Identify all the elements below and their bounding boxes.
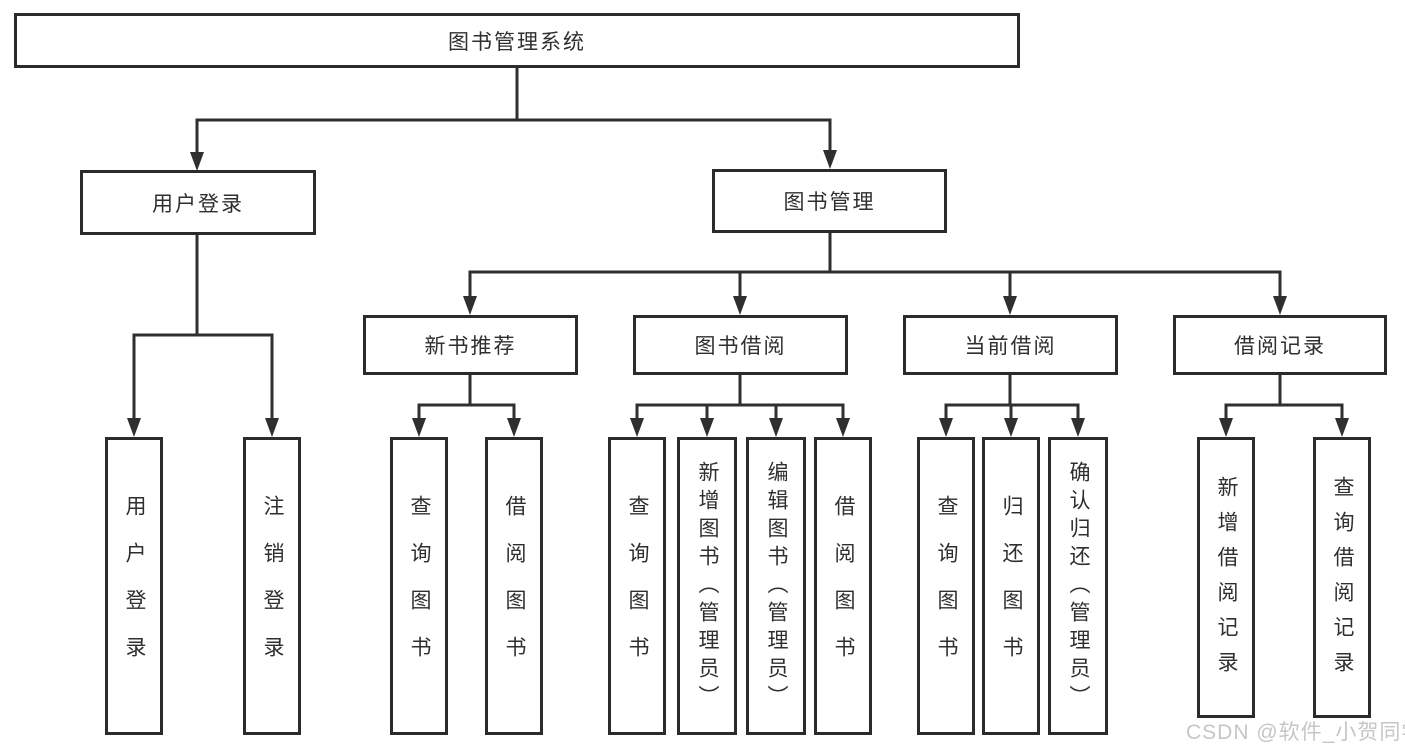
leaf-label: 确认归还（管理员） bbox=[1067, 461, 1090, 713]
leaf-label: 查询借阅记录 bbox=[1331, 475, 1354, 686]
leaf-return-books: 归还图书 bbox=[982, 437, 1040, 735]
node-root-system: 图书管理系统 bbox=[14, 13, 1020, 68]
leaf-label: 归还图书 bbox=[1000, 495, 1023, 683]
leaf-label: 借阅图书 bbox=[832, 495, 855, 683]
leaf-label: 新增图书（管理员） bbox=[696, 461, 719, 713]
leaf-add-book-admin: 新增图书（管理员） bbox=[677, 437, 737, 735]
node-label: 新书推荐 bbox=[424, 335, 517, 358]
leaf-label: 查询图书 bbox=[408, 495, 431, 683]
leaf-label: 用户登录 bbox=[123, 495, 146, 683]
leaf-query-borrow-record: 查询借阅记录 bbox=[1313, 437, 1371, 718]
node-label: 借阅记录 bbox=[1234, 335, 1326, 358]
node-new-book-recommend: 新书推荐 bbox=[363, 315, 578, 375]
leaf-label: 借阅图书 bbox=[503, 495, 526, 683]
node-label: 图书管理系统 bbox=[448, 30, 586, 54]
leaf-query-books-recommend: 查询图书 bbox=[390, 437, 448, 735]
leaf-add-borrow-record: 新增借阅记录 bbox=[1197, 437, 1255, 718]
leaf-query-books-borrow: 查询图书 bbox=[608, 437, 666, 735]
node-label: 图书借阅 bbox=[694, 335, 787, 358]
node-label: 用户登录 bbox=[152, 192, 244, 216]
leaf-confirm-return-admin: 确认归还（管理员） bbox=[1048, 437, 1108, 735]
leaf-borrow-books-recommend: 借阅图书 bbox=[485, 437, 543, 735]
node-current-borrow: 当前借阅 bbox=[903, 315, 1118, 375]
leaf-query-books-current: 查询图书 bbox=[917, 437, 975, 735]
leaf-label: 编辑图书（管理员） bbox=[765, 461, 788, 713]
leaf-label: 注销登录 bbox=[261, 495, 284, 683]
node-borrow-records: 借阅记录 bbox=[1173, 315, 1387, 375]
leaf-label: 新增借阅记录 bbox=[1215, 475, 1238, 686]
leaf-edit-book-admin: 编辑图书（管理员） bbox=[746, 437, 806, 735]
leaf-label: 查询图书 bbox=[935, 495, 958, 683]
leaf-borrow-books-borrow: 借阅图书 bbox=[814, 437, 872, 735]
leaf-label: 查询图书 bbox=[626, 495, 649, 683]
node-user-login: 用户登录 bbox=[80, 170, 316, 235]
node-label: 当前借阅 bbox=[964, 335, 1057, 358]
node-label: 图书管理 bbox=[783, 191, 876, 214]
node-book-management: 图书管理 bbox=[712, 169, 947, 233]
leaf-logout: 注销登录 bbox=[243, 437, 301, 735]
csdn-watermark: CSDN @软件_小贺同学 bbox=[1186, 721, 1405, 744]
node-book-borrow: 图书借阅 bbox=[633, 315, 848, 375]
leaf-user-login: 用户登录 bbox=[105, 437, 163, 735]
